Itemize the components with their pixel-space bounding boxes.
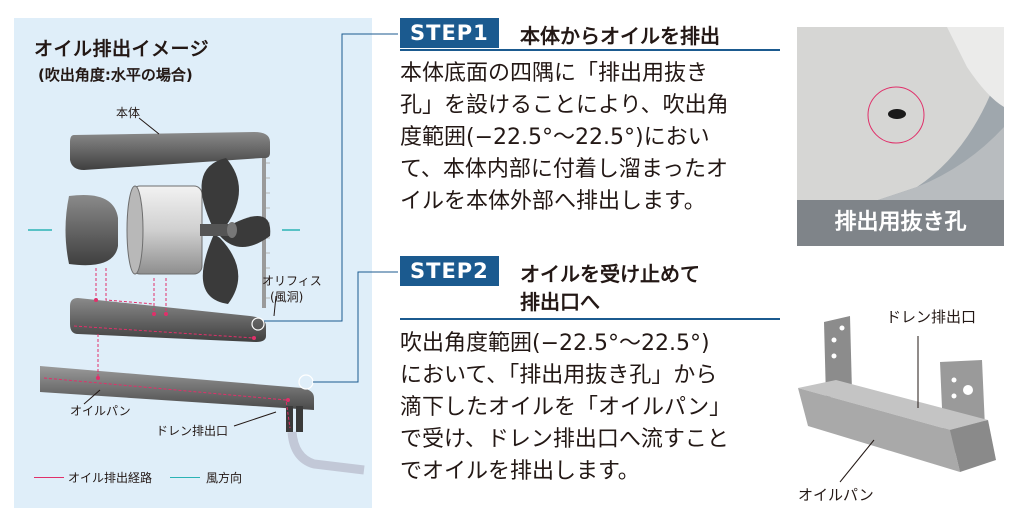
- callout-pan: [298, 374, 314, 390]
- fan-unit-illustration: [28, 117, 365, 475]
- fan-blades: [201, 158, 271, 304]
- label-orifice: オリフィス: [262, 274, 322, 288]
- oil-path: [43, 268, 291, 429]
- step2-line: において、「排出用抜き孔」から: [400, 363, 718, 388]
- step1-title: 本体からオイルを排出: [520, 24, 720, 48]
- diagram-subtitle: (吹出角度:水平の場合): [38, 66, 193, 84]
- step1-line: 孔」を設けることにより、吹出角: [400, 93, 729, 118]
- step1-line: イルを本体外部へ排出します。: [400, 189, 706, 214]
- body-top-casing: [70, 132, 270, 170]
- legend-oil-swatch: [34, 477, 64, 478]
- label-drain: ドレン排出口: [156, 424, 229, 438]
- body-bottom-casing: [70, 298, 266, 342]
- diagram-title: オイル排出イメージ: [34, 38, 210, 60]
- step2-line: 滴下したオイルを「オイルパン」: [400, 395, 732, 420]
- legend-wind-label: 風方向: [206, 471, 243, 485]
- legend-oil-label: オイル排出経路: [68, 471, 153, 485]
- label-oil-pan: オイルパン: [70, 404, 131, 418]
- step2-line: でオイルを排出します。: [400, 459, 640, 484]
- step1-badge: STEP1: [400, 18, 499, 48]
- step1-line: 本体底面の四隅に「排出用抜き: [400, 61, 709, 86]
- step1-line: 度範囲(−22.5°〜22.5°)におい: [400, 125, 710, 150]
- label-orifice-sub: (風洞): [270, 290, 304, 304]
- callout-hole: [251, 317, 265, 331]
- step1-body: 本体底面の四隅に「排出用抜き 孔」を設けることにより、吹出角 度範囲(−22.5…: [400, 58, 729, 218]
- step2-rule: [400, 318, 780, 320]
- rear-guard: [65, 194, 118, 266]
- step2-line: 吹出角度範囲(−22.5°〜22.5°): [400, 331, 710, 356]
- step2-badge: STEP2: [400, 256, 499, 286]
- photo-oil-pan: ドレン排出口 オイルパン: [790, 300, 1024, 521]
- photo2-drain-label: ドレン排出口: [886, 308, 977, 326]
- step2-body: 吹出角度範囲(−22.5°〜22.5°) において、「排出用抜き孔」から 滴下し…: [400, 328, 731, 488]
- legend-wind-swatch: [170, 477, 200, 478]
- oil-pan-photo-art: [798, 316, 996, 483]
- photo1-caption: 排出用抜き孔: [797, 200, 1004, 246]
- step2-line: で受け、ドレン排出口へ流すこと: [400, 427, 729, 452]
- photo-discharge-hole: 排出用抜き孔: [797, 27, 1004, 246]
- oil-pan-illustration: [40, 366, 314, 410]
- photo2-pan-label: オイルパン: [798, 486, 874, 504]
- step1-rule: [400, 49, 780, 51]
- drain-pipe: [286, 406, 293, 432]
- step2-title-line2: 排出口へ: [520, 290, 600, 314]
- step2-title-line1: オイルを受け止めて: [520, 262, 700, 286]
- oil-discharge-diagram: オイル排出イメージ (吹出角度:水平の場合): [14, 18, 372, 508]
- step1-line: て、本体内部に付着し溜まったオ: [400, 157, 729, 182]
- label-body: 本体: [116, 106, 141, 120]
